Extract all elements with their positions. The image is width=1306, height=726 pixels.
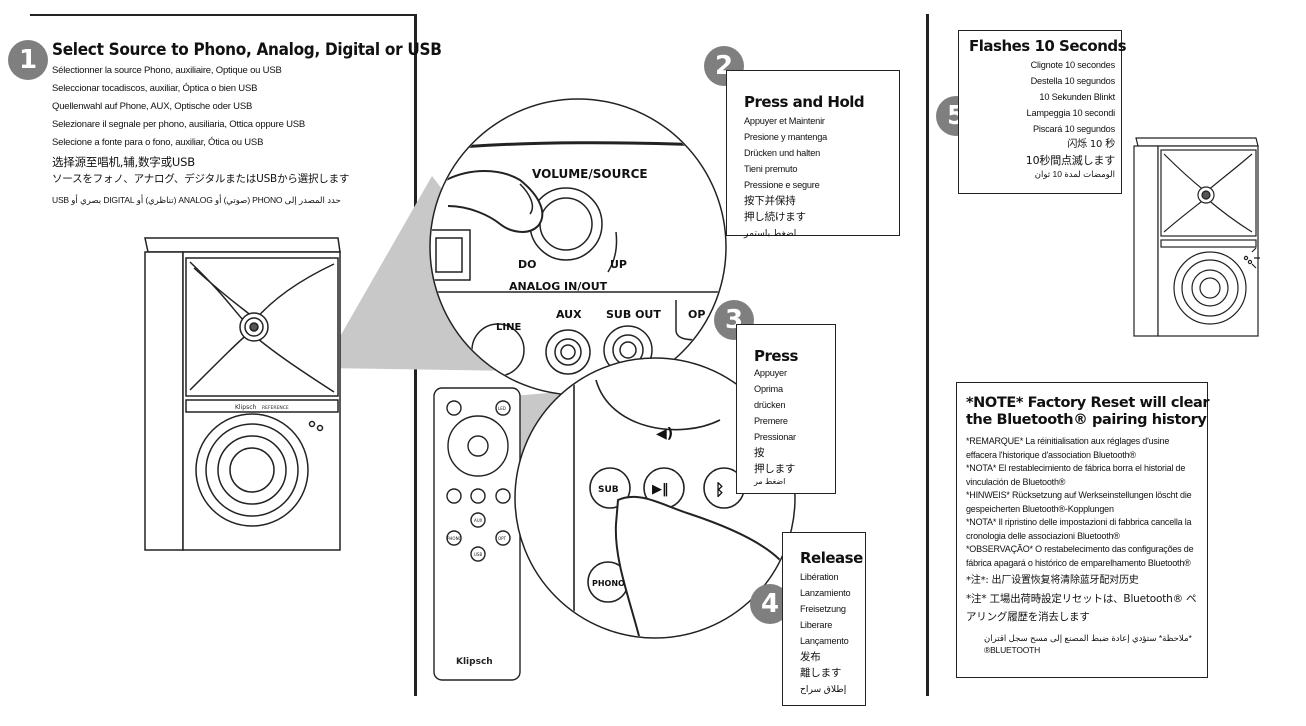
step-5-line-pt: Piscará 10 segundos (1032, 124, 1115, 134)
do-label: DO (518, 258, 536, 271)
step-4-line-it: Liberare (800, 620, 833, 630)
sub-out-label: SUB OUT (606, 308, 661, 321)
step-4-line-de: Freisetzung (800, 604, 846, 614)
analog-in-out-label: ANALOG IN/OUT (509, 280, 608, 293)
note-ja: *注* 工場出荷時設定リセットは、Bluetooth® ペアリング履歴を消去しま… (966, 593, 1197, 623)
step-2-line-zh: 按下并保持 (744, 195, 796, 207)
step-1-line-pt: Selecione a fonte para o fono, auxiliar,… (52, 137, 264, 148)
step-5-line-ar: الومضات لمدة 10 ثوان (1034, 169, 1115, 179)
step-2-line-ar: اضغط باستمر (744, 228, 797, 238)
step-5-box: Flashes 10 Seconds Clignote 10 secondes … (958, 30, 1127, 194)
line-label: LINE (496, 322, 521, 333)
step-4-line-zh: 发布 (800, 651, 821, 663)
step-2-line-it: Tieni premuto (744, 164, 798, 174)
top-rule-left (30, 14, 414, 16)
step-3-line-pt: Pressionar (754, 432, 796, 442)
step-1-line-ar: حدد المصدر إلى PHONO (صوتي) أو ANALOG (ت… (52, 195, 341, 205)
step-5-line-fr: Clignote 10 secondes (1030, 60, 1116, 70)
step-2-line-de: Drücken und halten (744, 148, 821, 158)
remote-aux-text: AUX (474, 518, 483, 523)
step-2-title: Press and Hold (744, 93, 865, 111)
step-1-lines: Sélectionner la source Phono, auxiliaire… (52, 62, 412, 209)
step-2-box: Press and Hold Appuyer et Maintenir Pres… (726, 70, 900, 238)
step-1-badge: 1 (8, 40, 48, 80)
aux-label: AUX (556, 308, 582, 321)
remote-usb-text: USB (474, 552, 482, 557)
remote-brand-text: Klipsch (456, 657, 493, 667)
step-1-line-fr: Sélectionner la source Phono, auxiliaire… (52, 65, 282, 76)
step-1-line-zh: 选择源至唱机,辅,数字或USB (52, 155, 195, 169)
step-1-line-it: Selezionare il segnale per phono, ausili… (52, 119, 306, 130)
step-4-line-pt: Lançamento (800, 636, 849, 646)
note-zh: *注*: 出厂设置恢复将清除蓝牙配对历史 (966, 575, 1139, 586)
speaker-left: Klipsch REFERENCE (144, 237, 341, 551)
speaker-icon-glyph: ◀) (656, 426, 673, 442)
step-3-line-it: Premere (754, 416, 788, 426)
remote-opt-text: OPT (498, 536, 507, 541)
step-3-line-zh: 按 (754, 447, 765, 459)
remote-control: LED AUX OPT USB PHONO Klipsch (433, 387, 521, 681)
note-fr: *REMARQUE* La réinitialisation aux régla… (966, 436, 1170, 460)
speaker-brand-text: Klipsch (235, 404, 257, 411)
step-4-line-fr: Libération (800, 572, 839, 582)
step-3-line-ja: 押します (754, 463, 796, 475)
step-4-box: Release Libération Lanzamiento Freisetzu… (782, 532, 866, 706)
note-it: *NOTA* Il ripristino delle impostazioni … (966, 517, 1192, 541)
step-4-title: Release (800, 549, 863, 567)
volume-source-label: VOLUME/SOURCE (532, 167, 648, 181)
step-2-line-pt: Pressione e segure (744, 180, 820, 190)
step-1-title: Select Source to Phono, Analog, Digital … (52, 40, 442, 60)
note-ar: *ملاحظة* ستؤدي إعادة ضبط المصنع إلى مسح … (984, 633, 1192, 655)
step-1-line-es: Seleccionar tocadiscos, auxiliar, Óptica… (52, 83, 258, 94)
step-3-line-de: drücken (754, 400, 786, 410)
zoom-circle-volume: VOLUME/SOURCE DO UP ANALOG IN/OUT LINE A… (429, 98, 727, 396)
remote-phono-text: PHONO (447, 536, 462, 541)
zoom-circle-remote: ◀) SUB ▶‖ ᛒ PHONO (514, 357, 796, 639)
step-3-line-ar: اضغط مر (754, 477, 786, 486)
step-3-title: Press (754, 347, 798, 365)
step-5-line-es: Destella 10 segundos (1030, 76, 1116, 86)
step-3-box: Press Appuyer Oprima drücken Premere Pre… (736, 324, 836, 494)
bluetooth-icon: ᛒ (715, 480, 725, 499)
note-box: *NOTE* Factory Reset will clear the Blue… (956, 382, 1210, 678)
up-label: UP (610, 258, 627, 271)
step-5-line-zh: 闪烁 10 秒 (1067, 139, 1115, 150)
op-label: OP (688, 308, 705, 321)
note-title-line-2: the Bluetooth® pairing history (966, 412, 1207, 428)
speaker-right (1133, 137, 1260, 337)
step-5-title: Flashes 10 Seconds (969, 37, 1127, 55)
play-pause-icon: ▶‖ (652, 482, 669, 497)
phono-label: PHONO (592, 579, 625, 588)
step-5-line-de: 10 Sekunden Blinkt (1039, 92, 1115, 102)
step-5-line-ja: 10秒間点滅します (1025, 154, 1115, 167)
step-4-line-ja: 離します (800, 667, 842, 679)
step-1-line-ja: ソースをフォノ、アナログ、デジタルまたはUSBから選択します (52, 173, 350, 185)
speaker-brand-sub-text: REFERENCE (262, 405, 289, 411)
step-2-line-es: Presione y mantenga (744, 132, 828, 142)
sub-label: SUB (598, 485, 619, 495)
note-title-line-1: *NOTE* Factory Reset will clear (966, 395, 1210, 411)
note-title: *NOTE* Factory Reset will clear the Blue… (966, 395, 1210, 429)
step-1-line-de: Quellenwahl auf Phone, AUX, Optische ode… (52, 101, 253, 112)
remote-led-text: LED (498, 406, 506, 411)
step-4-line-es: Lanzamiento (800, 588, 851, 598)
note-pt: *OBSERVAÇÃO* O restabelecimento das conf… (966, 544, 1194, 568)
note-es: *NOTA* El restablecimiento de fábrica bo… (966, 463, 1186, 487)
step-3-line-fr: Appuyer (754, 368, 787, 378)
step-4-line-ar: إطلاق سراح (800, 684, 847, 694)
step-3-line-es: Oprima (754, 384, 783, 394)
divider-right (926, 14, 929, 696)
step-2-line-fr: Appuyer et Maintenir (744, 116, 825, 126)
step-5-line-it: Lampeggia 10 secondi (1026, 108, 1116, 118)
step-2-line-ja: 押し続けます (744, 211, 806, 223)
note-de: *HINWEIS* Rücksetzung auf Werkseinstellu… (966, 490, 1192, 514)
